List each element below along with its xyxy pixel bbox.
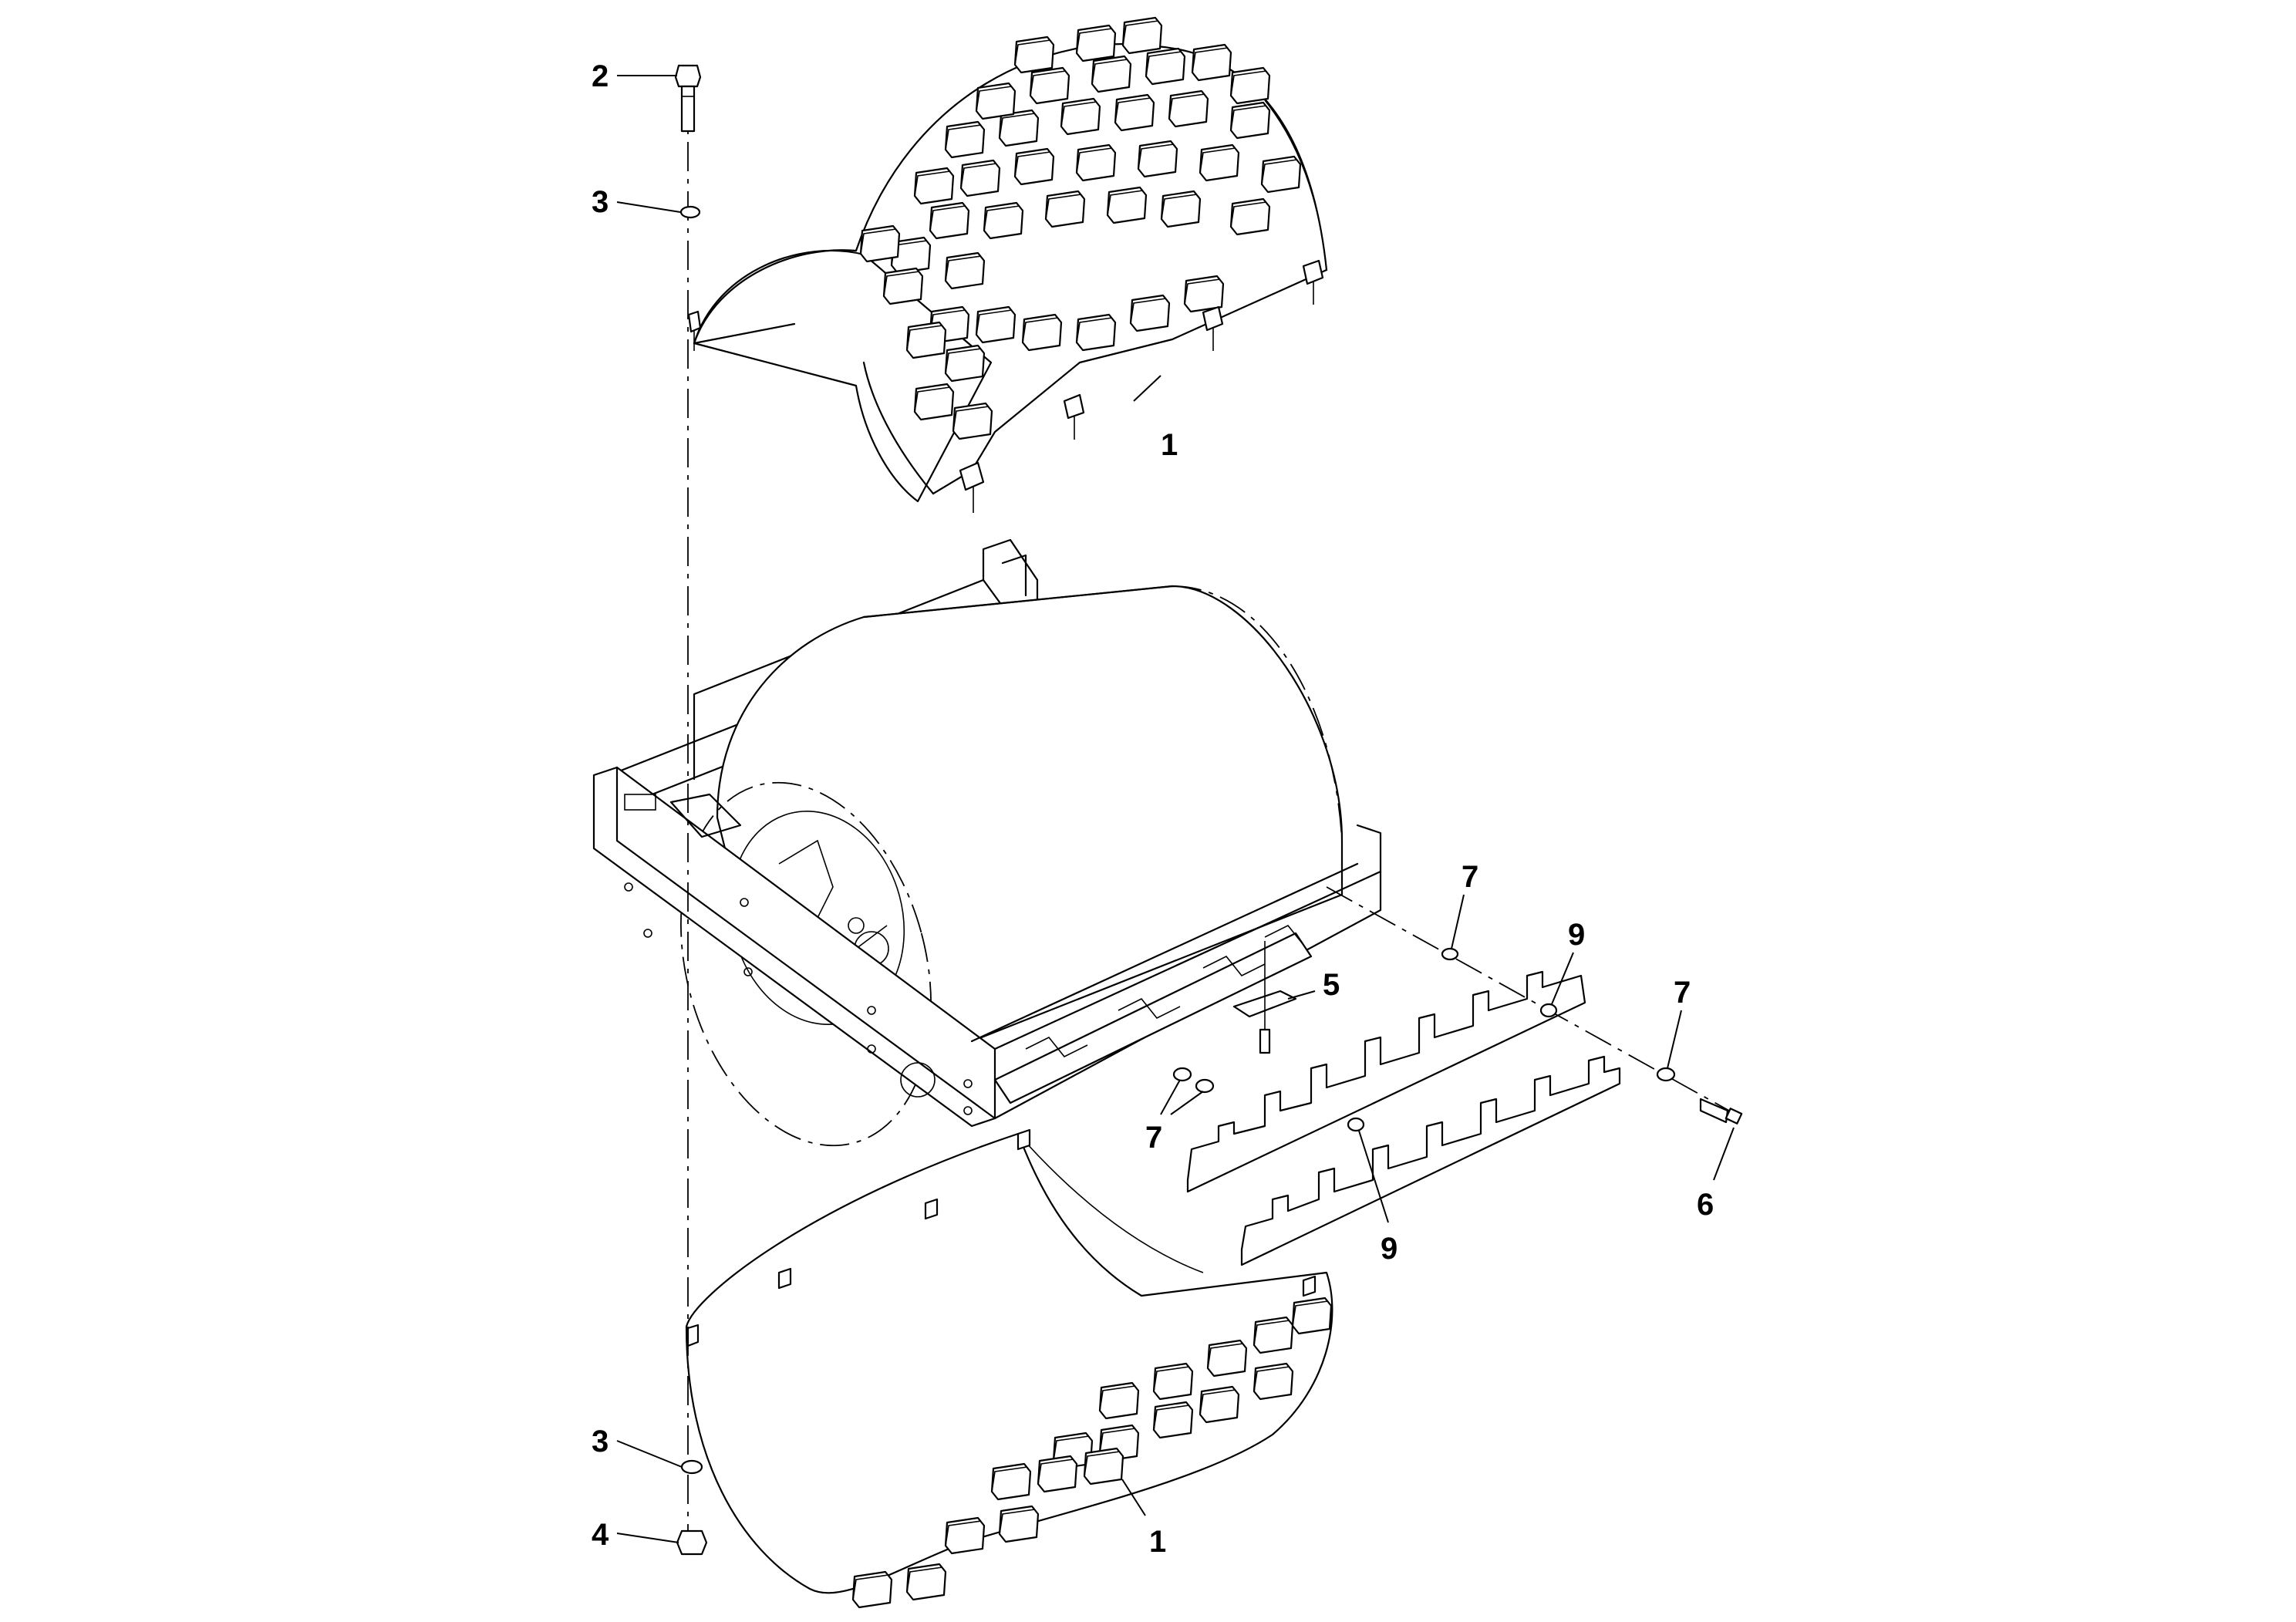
washer-7b-1 xyxy=(1172,1067,1192,1082)
callout-6: 6 xyxy=(1697,1188,1714,1222)
callout-1-top: 1 xyxy=(1161,428,1178,462)
washer-7c xyxy=(1656,1067,1676,1082)
scraper-blade-rear xyxy=(1186,970,1586,1193)
callout-1-bottom: 1 xyxy=(1149,1525,1166,1559)
callout-7-c: 7 xyxy=(1674,976,1691,1010)
callout-3-top: 3 xyxy=(592,185,609,219)
bolt-6 xyxy=(1326,886,1744,1125)
scraper-blade-front xyxy=(1240,1055,1621,1266)
washer-bottom xyxy=(680,1459,703,1475)
callout-5: 5 xyxy=(1323,968,1340,1002)
callout-3-bottom: 3 xyxy=(592,1425,609,1458)
drum-frame-assembly xyxy=(592,538,1382,1147)
callout-7-b: 7 xyxy=(1145,1121,1162,1155)
callout-4: 4 xyxy=(592,1518,609,1552)
nut-bottom xyxy=(676,1529,708,1556)
callout-2: 2 xyxy=(592,59,609,93)
shell-bottom-tabs xyxy=(686,1128,1317,1347)
leader-lines xyxy=(616,75,1735,1543)
callout-9-a: 9 xyxy=(1568,918,1585,952)
bolt-5 xyxy=(1232,941,1297,1054)
washer-7b-2 xyxy=(1195,1078,1215,1094)
washer-top xyxy=(679,205,701,219)
padfoot-shell-top xyxy=(687,16,1328,513)
lockwasher-9b xyxy=(1347,1117,1365,1132)
washer-7a xyxy=(1441,947,1459,961)
callout-9-b: 9 xyxy=(1381,1232,1397,1266)
lockwasher-9a xyxy=(1539,1003,1558,1018)
shell-top-tabs xyxy=(687,259,1324,513)
bolt-top xyxy=(674,64,702,133)
padfoot-shell-bottom xyxy=(685,1128,1333,1609)
callout-labels: 2 3 1 7 9 5 7 6 7 9 3 4 1 xyxy=(592,59,1714,1559)
callout-7-a: 7 xyxy=(1462,860,1478,894)
